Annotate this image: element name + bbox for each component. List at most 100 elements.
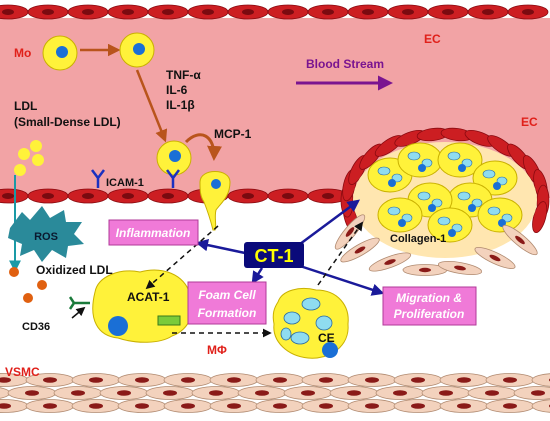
endothelial-nucleus <box>242 193 254 199</box>
il1-label: IL-1β <box>166 98 195 112</box>
endothelial-nucleus <box>42 193 54 199</box>
endothelial-nucleus <box>362 9 374 15</box>
vsmc-nucleus <box>411 403 425 409</box>
endothelial-nucleus <box>2 193 14 199</box>
dashed-foam-to-plaque <box>317 221 364 286</box>
plaque-vsmc-nucleus <box>454 265 466 271</box>
acat1-enzyme <box>157 315 181 326</box>
plaque-foam-nucleus <box>448 229 456 237</box>
mo-arrow-2 <box>135 69 168 143</box>
foam-cell-box-bg <box>187 281 267 325</box>
oxidized-ldl-particle <box>9 267 19 277</box>
inflammation-box-bg <box>108 219 199 246</box>
endothelial-nucleus <box>162 193 174 199</box>
monocyte-nucleus-1 <box>56 46 68 58</box>
ldl-sub-label: (Small-Dense LDL) <box>14 115 121 129</box>
endothelial-nucleus <box>322 193 334 199</box>
lipid-droplet <box>280 327 292 341</box>
plaque-endothelial-cell <box>532 201 548 234</box>
connector-arrows <box>71 75 393 338</box>
arrow-ct1-to-inflammation <box>195 238 246 255</box>
vsmc-nucleus <box>485 390 499 396</box>
vsmc-nucleus <box>227 377 241 383</box>
vsmc-nucleus <box>43 377 57 383</box>
vsmc-layer <box>0 373 550 413</box>
foam-cell-box: Foam Cell Formation <box>187 281 267 325</box>
vsmc-nucleus <box>181 403 195 409</box>
vsmc-nucleus <box>117 390 131 396</box>
vsmc-nucleus <box>135 403 149 409</box>
mcp1-curved-arrow <box>184 133 223 161</box>
migration-box: Migration & Proliferation <box>382 286 477 326</box>
plaque-vsmc-nucleus <box>384 259 396 265</box>
lipid-droplet <box>290 331 310 345</box>
endothelial-nucleus <box>282 193 294 199</box>
migration-label-line1: Migration & <box>396 291 462 305</box>
vsmc-nucleus <box>273 377 287 383</box>
vsmc-nucleus <box>0 403 11 409</box>
endothelial-nucleus <box>162 9 174 15</box>
plaque-foam-nucleus <box>458 164 466 172</box>
endothelial-nucleus <box>522 9 534 15</box>
vsmc-nucleus <box>319 403 333 409</box>
inflammation-label: Inflammation <box>116 226 191 240</box>
ct1-node: CT-1 <box>244 242 304 268</box>
acat1-label: ACAT-1 <box>127 290 170 304</box>
text-labels: EC EC Blood Stream Mo LDL (Small-Dense L… <box>5 32 538 379</box>
cd36-receptor <box>68 296 90 310</box>
plaque-foam-nucleus <box>398 219 406 227</box>
dashed-monocyte-to-macrophage <box>145 225 219 290</box>
plaque-foam-cell <box>477 197 523 233</box>
migration-box-bg <box>382 286 477 326</box>
plaque-lipid-droplet <box>457 191 471 201</box>
mcp1-label: MCP-1 <box>214 127 252 141</box>
vsmc-nucleus <box>457 403 471 409</box>
vsmc-nucleus <box>43 403 57 409</box>
vsmc-nucleus <box>531 390 545 396</box>
vsmc-nucleus <box>439 390 453 396</box>
vsmc-nucleus <box>135 377 149 383</box>
ldl-particle <box>14 164 26 176</box>
vsmc-nucleus <box>411 377 425 383</box>
macrophage <box>92 269 194 343</box>
endothelial-nucleus <box>122 193 134 199</box>
icam1-receptors <box>91 169 180 188</box>
plaque-lipid-droplet <box>437 216 451 226</box>
foam-cell-label-line2: Formation <box>198 306 257 320</box>
lipid-droplet <box>301 297 321 311</box>
ec-label-top: EC <box>424 32 441 46</box>
plaque-foam-cell <box>427 207 473 243</box>
arrow-ct1-to-migration <box>299 264 385 296</box>
plaque-vsmc-nucleus <box>419 267 431 273</box>
mo-label: Mo <box>14 46 31 60</box>
vsmc-nucleus <box>227 403 241 409</box>
transmigrating-monocyte <box>199 171 231 231</box>
ldl-particle <box>18 148 30 160</box>
plaque-foam-nucleus <box>388 179 396 187</box>
vsmc-nucleus <box>319 377 333 383</box>
vsmc-nucleus <box>347 390 361 396</box>
monocyte-nucleus-3 <box>169 150 181 162</box>
endothelial-nucleus <box>242 9 254 15</box>
arrow-ct1-to-plaque <box>295 199 361 249</box>
vsmc-nucleus <box>365 377 379 383</box>
endothelial-nucleus <box>202 9 214 15</box>
vsmc-nucleus <box>181 377 195 383</box>
plaque-vsmc-nucleus <box>354 246 366 254</box>
foam-cell-nucleus <box>322 342 338 358</box>
plaque-lipid-droplet <box>417 191 431 201</box>
endothelial-nucleus <box>82 193 94 199</box>
plaque-foam-cells <box>367 142 523 243</box>
plaque-lipid-droplet <box>387 206 401 216</box>
ros-label: ROS <box>34 231 58 243</box>
plaque-lipid-droplet <box>407 151 421 161</box>
plaque-lipid-droplet <box>447 151 461 161</box>
collagen-label: Collagen-1 <box>390 233 446 245</box>
ldl-group <box>9 140 44 273</box>
vsmc-nucleus <box>89 377 103 383</box>
vsmc-nucleus <box>163 390 177 396</box>
foam-cell-label-line1: Foam Cell <box>198 288 256 302</box>
vsmc-nucleus <box>255 390 269 396</box>
vsmc-label: VSMC <box>5 365 40 379</box>
